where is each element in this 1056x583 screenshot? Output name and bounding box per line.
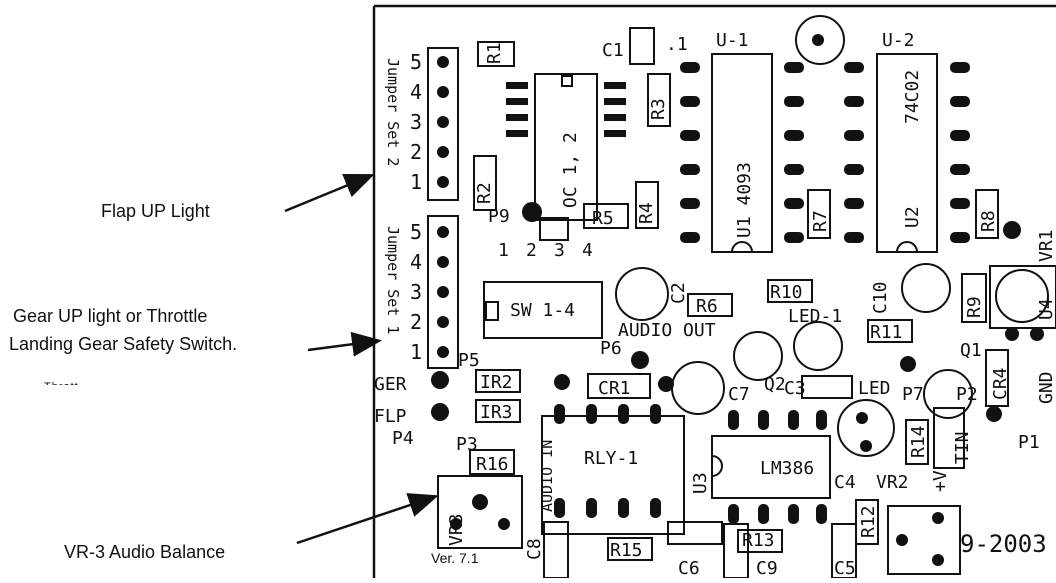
jumper-1-pin-numbers: 5 4 3 2 1	[410, 220, 422, 364]
svg-text:4: 4	[410, 250, 422, 274]
label-r15: R15	[610, 540, 643, 561]
label-c7: C7	[728, 384, 750, 405]
label-r11: R11	[870, 322, 903, 343]
label-date: 9-2003	[960, 530, 1047, 558]
jumper-set-2-label: Jumper Set 2	[384, 58, 402, 166]
svg-text:2: 2	[526, 240, 537, 261]
label-cr1: CR1	[598, 378, 631, 399]
label-r3: R3	[648, 98, 669, 120]
label-q2: Q2	[764, 374, 786, 395]
flap-up-light-callout: Flap UP Light	[101, 201, 210, 221]
label-rly: RLY-1	[584, 448, 638, 469]
label-c5: C5	[834, 558, 856, 578]
svg-text:1: 1	[410, 170, 422, 194]
label-p2: P2	[956, 384, 978, 405]
label-p9: P9	[488, 206, 510, 227]
label-led1: LED-1	[788, 306, 842, 327]
label-gnd: GND	[1036, 371, 1056, 404]
label-u4: U4	[1036, 298, 1056, 320]
gear-up-callout-line2: Landing Gear Safety Switch.	[9, 334, 238, 354]
label-p4: P4	[392, 428, 414, 449]
label-vr2: VR2	[876, 472, 909, 493]
svg-text:5: 5	[410, 220, 422, 244]
label-tin: TIN	[952, 431, 973, 464]
label-r2: R2	[474, 182, 495, 204]
label-ger: GER	[374, 374, 407, 395]
pcb-board: Jumper Set 2 Jumper Set 1 5 4 3 2 1 5 4 …	[372, 4, 1056, 579]
label-r7: R7	[810, 210, 831, 232]
label-c8: C8	[524, 538, 545, 560]
label-c1: C1	[602, 40, 624, 61]
vr3-arrow	[296, 493, 439, 545]
label-r16: R16	[476, 454, 509, 475]
label-u2-top: U-2	[882, 30, 915, 51]
label-c3: C3	[784, 378, 806, 399]
svg-text:3: 3	[554, 240, 565, 261]
label-lm386: LM386	[760, 458, 814, 479]
label-ir3: IR3	[480, 402, 513, 423]
label-led: LED	[858, 378, 891, 399]
label-ir2: IR2	[480, 372, 513, 393]
label-oc: OC 1, 2	[560, 132, 581, 208]
label-c6: C6	[678, 558, 700, 578]
label-r14: R14	[908, 425, 929, 458]
label-c2: C2	[668, 282, 689, 304]
label-r6: R6	[696, 296, 718, 317]
svg-text:3: 3	[410, 280, 422, 304]
switch-numbers: 1 2 3 4	[498, 240, 593, 261]
label-u2-body: 74C02	[902, 70, 923, 124]
label-c4: C4	[834, 472, 856, 493]
svg-text:4: 4	[410, 80, 422, 104]
svg-text:4: 4	[582, 240, 593, 261]
label-u1-body: U1 4093	[734, 162, 755, 238]
label-c9: C9	[756, 558, 778, 578]
jumper-2-pin-numbers: 5 4 3 2 1	[410, 50, 422, 194]
label-q1: Q1	[960, 340, 982, 361]
label-sw: SW 1-4	[510, 300, 575, 321]
vr3-audio-balance-callout: VR-3 Audio Balance	[64, 542, 226, 562]
stray-text: Thrott	[44, 376, 79, 385]
svg-text:1: 1	[498, 240, 509, 261]
label-r1: R1	[484, 42, 505, 64]
label-r10: R10	[770, 282, 803, 303]
pcb-silkscreen: Jumper Set 2 Jumper Set 1 5 4 3 2 1 5 4 …	[372, 4, 1056, 579]
label-p5: P5	[458, 350, 480, 371]
label-flp: FLP	[374, 406, 407, 427]
svg-text:2: 2	[410, 140, 422, 164]
label-p7: P7	[902, 384, 924, 405]
label-audio-in: AUDIO IN	[538, 440, 556, 512]
svg-text:3: 3	[410, 110, 422, 134]
label-vr3: VR3	[446, 513, 467, 546]
label-p1: P1	[1018, 432, 1040, 453]
label-plus-v: +V	[930, 470, 951, 492]
label-u3: U3	[690, 472, 711, 494]
label-vr1: VR1	[1036, 229, 1056, 262]
label-audio-out: AUDIO OUT	[618, 320, 716, 341]
label-u2: U2	[902, 206, 923, 228]
label-r13: R13	[742, 530, 775, 551]
gear-up-callout-line1: Gear UP light or Throttle	[13, 306, 208, 326]
flap-arrow	[284, 173, 375, 213]
label-u1-top: U-1	[716, 30, 749, 51]
label-r5: R5	[592, 208, 614, 229]
label-p6: P6	[600, 338, 622, 359]
gear-arrow	[307, 331, 382, 357]
label-cr4: CR4	[990, 367, 1011, 400]
svg-text:2: 2	[410, 310, 422, 334]
label-p3: P3	[456, 434, 478, 455]
label-c10: C10	[870, 281, 891, 314]
label-r9: R9	[964, 296, 985, 318]
svg-text:5: 5	[410, 50, 422, 74]
svg-text:1: 1	[410, 340, 422, 364]
label-r8: R8	[978, 210, 999, 232]
label-r4: R4	[636, 202, 657, 224]
jumper-set-1-label: Jumper Set 1	[384, 226, 402, 334]
label-r12: R12	[858, 505, 879, 538]
version-label: Ver. 7.1	[431, 550, 479, 566]
label-c1-value: .1	[666, 34, 688, 55]
